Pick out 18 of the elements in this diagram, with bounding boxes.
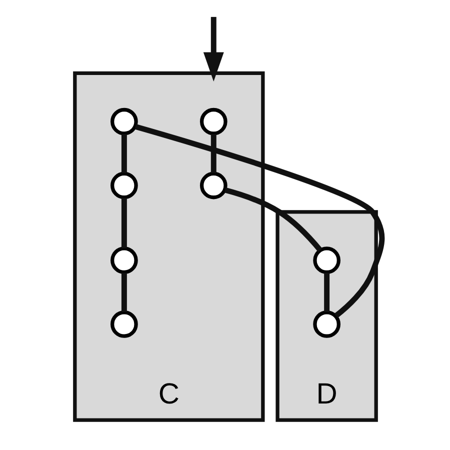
- connector: [324, 272, 330, 312]
- node-circle: [312, 310, 340, 338]
- cluster: C: [72, 71, 264, 422]
- connector: [120, 198, 126, 248]
- node-circle: [110, 246, 138, 274]
- node-circle: [110, 108, 138, 136]
- node-circle: [110, 172, 138, 200]
- node-circle: [199, 172, 227, 200]
- node-circle: [312, 246, 340, 274]
- connector: [120, 272, 126, 312]
- connector: [210, 134, 216, 174]
- connector: [224, 187, 322, 252]
- cluster: D: [275, 210, 378, 422]
- node-circle: [110, 310, 138, 338]
- arrow: [202, 16, 224, 82]
- connector: [120, 134, 126, 174]
- connector: [134, 124, 384, 318]
- node-circle: [199, 108, 227, 136]
